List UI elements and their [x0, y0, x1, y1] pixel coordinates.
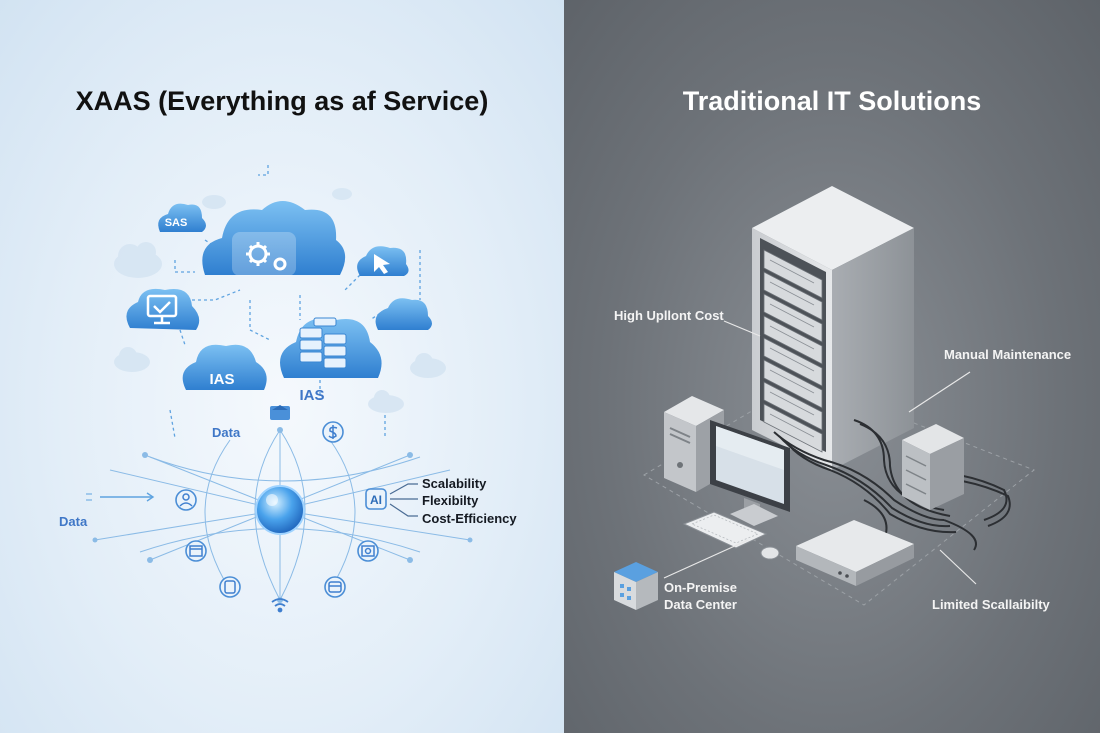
callout-lines [663, 320, 977, 585]
network-appliance [796, 520, 914, 586]
phone-icon [219, 576, 241, 598]
card-icon [324, 576, 346, 598]
database-cloud [280, 317, 382, 378]
callout-on-premise: On-Premise [664, 580, 737, 595]
server-unit [763, 249, 823, 299]
xaas-title: XAAS (Everything as af Service) [75, 86, 489, 116]
callout-limited-scalability: Limited Scallaibilty [932, 597, 1050, 612]
server-unit-slot [769, 281, 815, 306]
server-unit-slot [769, 413, 815, 438]
callout-manual-maintenance: Manual Maintenance [944, 347, 1072, 362]
ai-label: AI [370, 493, 382, 507]
sas-cloud [158, 203, 206, 232]
benefit-flexibility: Flexibilty [422, 493, 479, 508]
database-icon [299, 317, 347, 369]
server-unit [763, 315, 823, 365]
server-unit [763, 271, 823, 321]
server-unit-slot [769, 303, 815, 328]
main-cloud [202, 201, 346, 276]
floor-outline [643, 379, 1035, 606]
server-unit [763, 359, 823, 409]
browser-icon [185, 540, 207, 562]
camera-icon [357, 540, 379, 562]
building-icon [614, 562, 658, 610]
cap-icon [270, 405, 290, 420]
server-unit-slot [769, 391, 815, 416]
server-unit-slot [769, 259, 815, 284]
callout-data-center: Data Center [664, 597, 737, 612]
mouse [760, 546, 780, 560]
keyboard [682, 511, 768, 549]
server-unit [763, 381, 823, 431]
data-label-left: Data [59, 514, 88, 529]
network-nodes [92, 427, 473, 603]
traditional-it-panel: Traditional IT Solutions [564, 0, 1100, 733]
gear-icon [246, 242, 287, 271]
traditional-title: Traditional IT Solutions [682, 86, 982, 116]
cursor-icon [374, 254, 390, 274]
server-unit [763, 293, 823, 343]
ias-cloud [182, 344, 267, 390]
server-stack [902, 424, 964, 510]
ias-cloud-label: IAS [209, 371, 234, 388]
xaas-illustration: SAS IAS [86, 165, 473, 613]
traditional-illustration [614, 186, 1035, 610]
cursor-cloud [357, 246, 409, 276]
wifi-icon [271, 598, 289, 613]
background-clouds [114, 188, 446, 413]
server-units [763, 249, 823, 453]
small-cloud-right [375, 298, 432, 330]
ias-label: IAS [299, 387, 324, 404]
sas-label: SAS [165, 217, 188, 229]
monitor-cloud [126, 288, 200, 330]
tower-pc [664, 396, 724, 492]
server-unit-slot [769, 369, 815, 394]
benefit-cost-efficiency: Cost-Efficiency [422, 511, 517, 526]
server-unit-slot [769, 347, 815, 372]
benefit-scalability: Scalability [422, 476, 487, 491]
server-unit-slot [769, 325, 815, 350]
monitor [710, 420, 790, 526]
central-orb [255, 485, 305, 535]
server-unit [763, 337, 823, 387]
benefit-connectors [389, 483, 418, 517]
callout-high-upfront-cost: High Upllont Cost [614, 308, 724, 323]
server-unit [763, 403, 823, 453]
data-label-top: Data [212, 425, 241, 440]
xaas-panel: XAAS (Everything as af Service) [0, 0, 564, 733]
ai-icon [365, 488, 387, 510]
data-arrow [86, 492, 155, 502]
